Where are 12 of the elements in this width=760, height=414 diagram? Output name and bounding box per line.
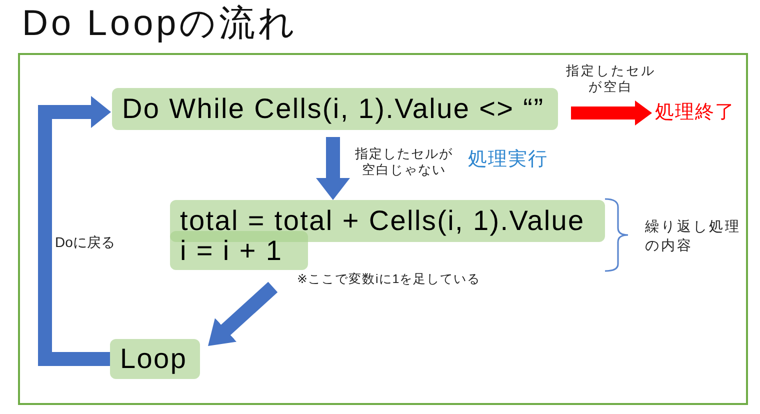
code-box: i = i + 1	[170, 231, 308, 270]
edge-label: Doに戻る	[55, 233, 115, 251]
footnote: ※ここで変数iに1を足している	[297, 271, 481, 288]
arrow	[38, 96, 111, 366]
result-text: 処理終了	[655, 100, 735, 126]
edge-label: 指定したセルが空白	[565, 63, 657, 95]
action-text: 処理実行	[468, 148, 548, 172]
code-box: Loop	[110, 339, 200, 379]
code-box: Do While Cells(i, 1).Value <> “”	[112, 88, 558, 130]
edge-label: 指定したセルが空白じゃない	[354, 146, 454, 178]
title: Do Loopの流れ	[22, 1, 298, 45]
brace-label: 繰り返し処理の内容	[645, 217, 742, 255]
